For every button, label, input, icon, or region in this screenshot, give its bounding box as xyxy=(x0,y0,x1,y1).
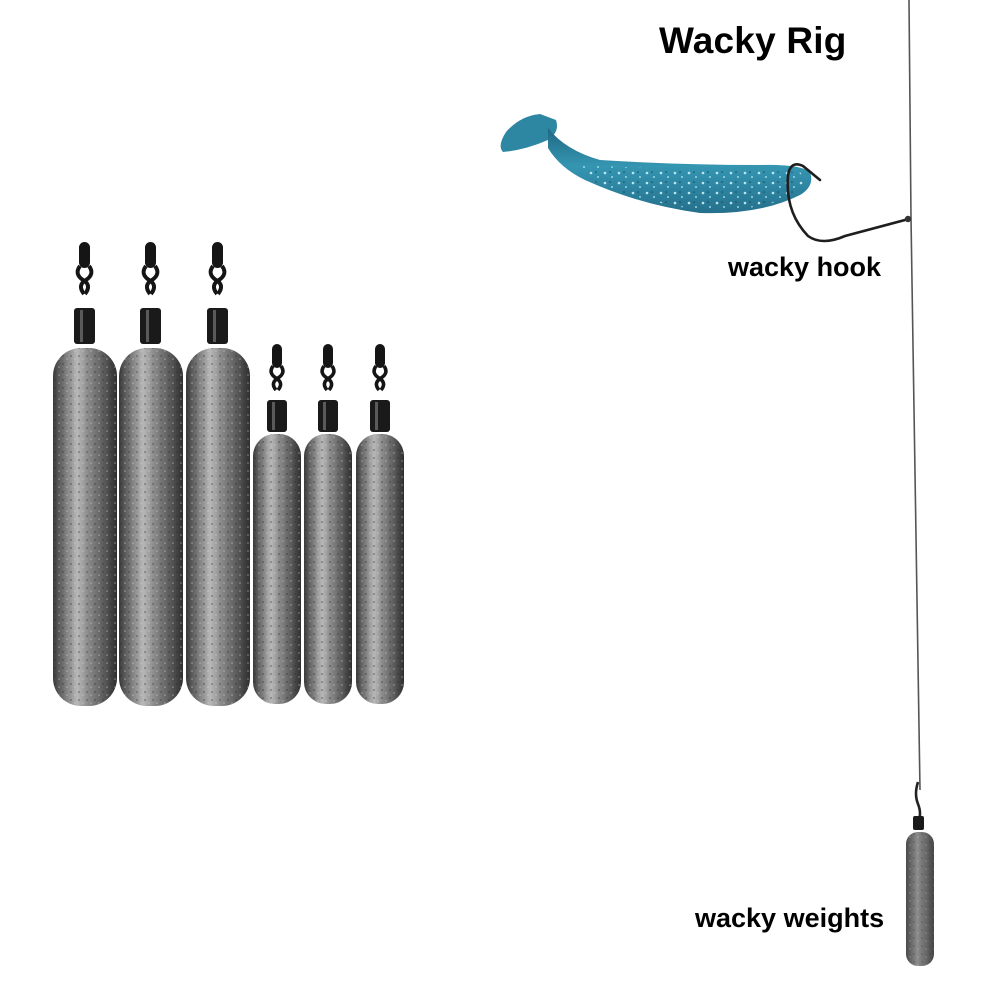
wacky-hook-label: wacky hook xyxy=(728,252,882,282)
wacky-hook xyxy=(786,163,907,243)
large-weight-2 xyxy=(117,240,185,708)
small-weight-2 xyxy=(302,342,354,706)
soft-plastic-lure xyxy=(500,114,812,214)
weights-product-group xyxy=(51,240,406,708)
large-weight-1 xyxy=(51,240,119,708)
diagram-title: Wacky Rig xyxy=(659,20,847,61)
wacky-weights-label: wacky weights xyxy=(695,903,885,933)
large-weight-3 xyxy=(184,240,252,708)
small-weight-1 xyxy=(251,342,303,706)
rig-weight xyxy=(906,781,934,966)
small-weight-3 xyxy=(354,342,406,706)
hook-knot xyxy=(904,215,912,223)
fishing-line xyxy=(908,0,921,791)
